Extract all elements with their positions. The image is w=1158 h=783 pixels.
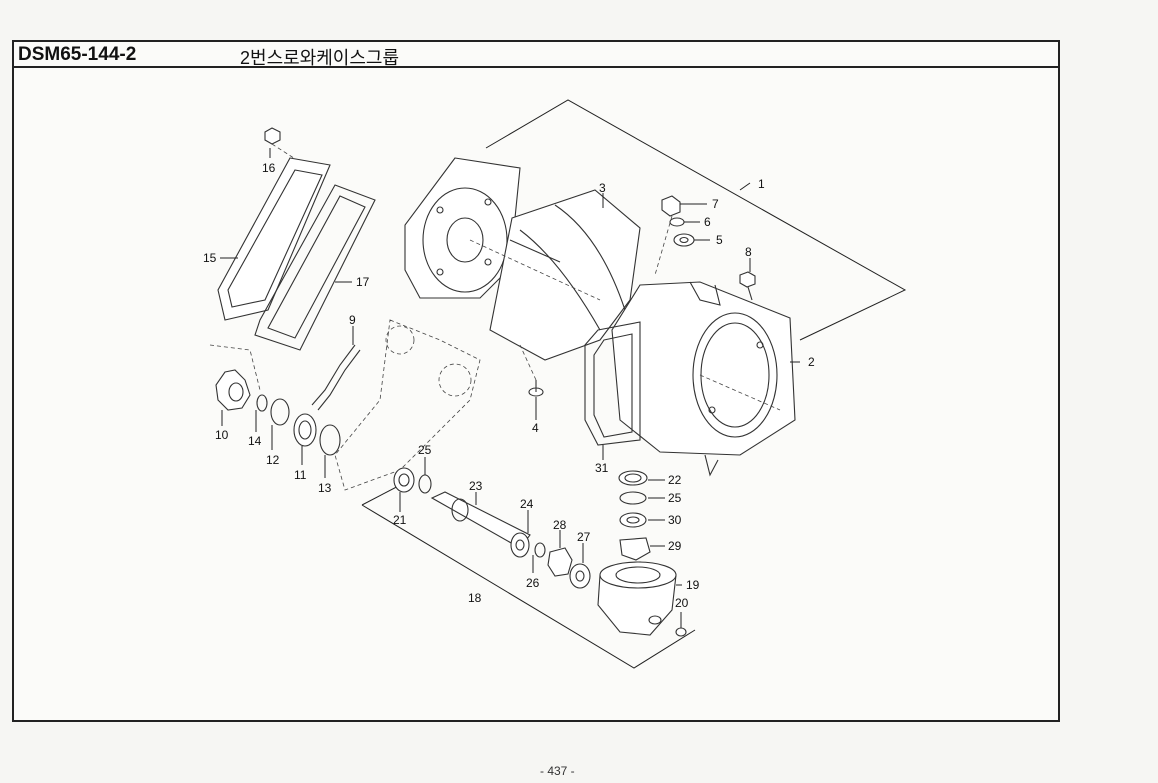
callout-28: 28 bbox=[553, 518, 567, 532]
callout-4: 4 bbox=[532, 421, 539, 435]
part-20-pin bbox=[675, 627, 687, 637]
end-plate bbox=[404, 157, 521, 299]
callout-6: 6 bbox=[704, 215, 711, 229]
callout-10: 10 bbox=[215, 428, 229, 442]
page-number: - 437 - bbox=[540, 764, 575, 778]
parts-5-6-7-fasteners bbox=[654, 195, 695, 276]
callout-8: 8 bbox=[745, 245, 752, 259]
callout-18: 18 bbox=[468, 591, 482, 605]
callout-2: 2 bbox=[808, 355, 815, 369]
leader-lines bbox=[220, 148, 800, 628]
part-code: DSM65-144-2 bbox=[18, 44, 137, 65]
parts-27-28-gear bbox=[547, 547, 591, 589]
callout-13: 13 bbox=[318, 481, 332, 495]
part-4-screw bbox=[519, 344, 544, 397]
part-16-bolt bbox=[264, 127, 301, 163]
part-19-gearbox bbox=[597, 561, 677, 636]
callout-1: 1 bbox=[758, 177, 765, 191]
group-title: 2번스로와케이스그룹 bbox=[240, 48, 400, 68]
assembly-1-bracket bbox=[485, 99, 907, 341]
callout-11: 11 bbox=[294, 468, 307, 482]
callout-labels: 1 2 3 4 5 6 7 8 9 10 11 12 13 14 15 16 1… bbox=[203, 161, 815, 610]
callout-25-lower: 25 bbox=[668, 491, 682, 505]
callout-21: 21 bbox=[393, 513, 407, 527]
callout-19: 19 bbox=[686, 578, 700, 592]
callout-29: 29 bbox=[668, 539, 682, 553]
parts-11-14-rings bbox=[256, 394, 341, 456]
parts-22-29-30-stack bbox=[618, 470, 651, 561]
part-23-shaft bbox=[430, 491, 531, 549]
callout-15: 15 bbox=[203, 251, 217, 265]
callout-31: 31 bbox=[595, 461, 609, 475]
callout-27: 27 bbox=[577, 530, 591, 544]
callout-5: 5 bbox=[716, 233, 723, 247]
callout-9: 9 bbox=[349, 313, 356, 327]
part-9-chain bbox=[311, 344, 361, 411]
callout-12: 12 bbox=[266, 453, 280, 467]
callout-17: 17 bbox=[356, 275, 370, 289]
callout-7: 7 bbox=[712, 197, 719, 211]
callout-25-upper: 25 bbox=[418, 443, 432, 457]
parts-21-25-bearings bbox=[393, 467, 432, 494]
part-17-gasket bbox=[254, 184, 376, 351]
callout-26: 26 bbox=[526, 576, 540, 590]
part-31-gasket bbox=[584, 321, 641, 446]
part-2-housing bbox=[611, 281, 796, 477]
callout-20: 20 bbox=[675, 596, 689, 610]
callout-14: 14 bbox=[248, 434, 262, 448]
callout-3: 3 bbox=[599, 181, 606, 195]
callout-23: 23 bbox=[469, 479, 483, 493]
part-8-bolt bbox=[739, 271, 756, 301]
callout-24: 24 bbox=[520, 497, 534, 511]
callout-16: 16 bbox=[262, 161, 276, 175]
callout-22: 22 bbox=[668, 473, 682, 487]
parts-24-26 bbox=[510, 532, 546, 558]
header-bar: DSM65-144-2 2번스로와케이스그룹 bbox=[14, 42, 1058, 68]
part-3-shroud bbox=[469, 189, 641, 361]
part-10-sprocket bbox=[209, 344, 261, 411]
callout-30: 30 bbox=[668, 513, 682, 527]
part-15-cover bbox=[217, 157, 331, 321]
chain-case bbox=[334, 319, 481, 491]
